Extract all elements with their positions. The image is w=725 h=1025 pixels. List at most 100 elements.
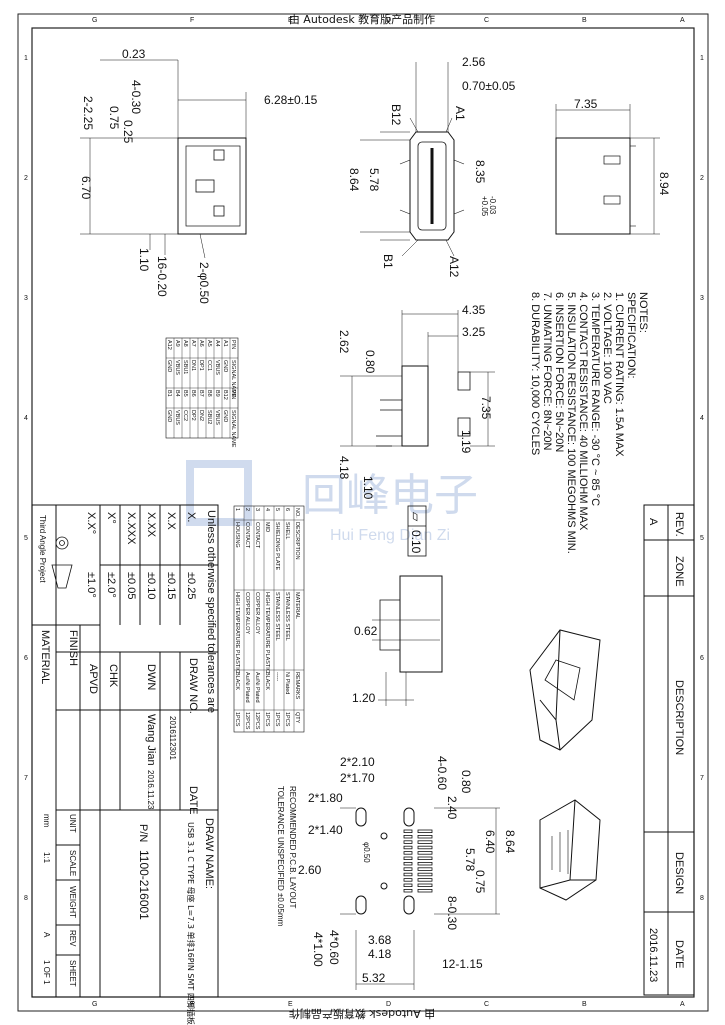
- material-table-cell: CONTACT: [244, 522, 250, 549]
- watermark-en: Hui Feng Dian Zi: [330, 527, 450, 544]
- pcb-signal-pad: [403, 856, 413, 860]
- dim-text: 2-φ0.50: [197, 262, 211, 304]
- material-table-cell: COPPER ALLOY: [254, 592, 260, 635]
- draw-no-value: 2016112301: [168, 716, 177, 760]
- pcb-signal-pad: [403, 851, 413, 855]
- dim-text: 3.25: [462, 325, 486, 339]
- top-view-body: [177, 137, 247, 235]
- pcb-signal-pad: [417, 829, 433, 833]
- material-label: MATERIAL: [39, 630, 51, 684]
- note-line: 7. UNMATING FORCE: 8N~20N: [541, 292, 553, 450]
- dwn-date: 2016.11.23: [146, 770, 155, 810]
- zone-col-marker: B: [582, 1001, 587, 1008]
- material-table-cell: -----: [274, 672, 280, 681]
- dim-text: 4-0.30: [129, 80, 143, 114]
- top-view-inner: [185, 145, 241, 227]
- material-table-cell: 12PCS: [254, 712, 260, 730]
- dim-text: 6.70: [79, 176, 93, 200]
- front-view: [360, 62, 465, 257]
- material-table-header: REMARKS: [294, 672, 300, 700]
- zone-row-marker: 2: [700, 175, 704, 182]
- zone-row-marker: 8: [700, 895, 704, 902]
- pin-table-cell: SBU1: [182, 360, 188, 374]
- apvd-label: APVD: [87, 664, 99, 694]
- isometric-view-bottom: [539, 799, 601, 901]
- dim-text: 5.78: [367, 168, 381, 192]
- sheet-label: SHEET: [68, 960, 77, 987]
- material-table-header: MATERIAL: [294, 592, 300, 619]
- zone-row-marker: 3: [700, 295, 704, 302]
- material-table-cell: 1PCS: [284, 712, 290, 727]
- dim-text: 2-2.25: [81, 96, 95, 130]
- section-view: [340, 310, 495, 447]
- pcb-signal-pad: [403, 835, 413, 839]
- tolerance-key: X.XX: [145, 512, 157, 538]
- dwn-name: Wang Jian: [145, 714, 157, 766]
- pin-table-cell: A7: [190, 340, 196, 347]
- material-table-cell: COPPER ALLOY: [244, 592, 250, 635]
- dim-text: 6.40: [483, 830, 497, 854]
- dim-text: 0.80: [363, 350, 377, 374]
- scale-label: SCALE: [68, 850, 77, 876]
- pcb-signal-pad: [417, 856, 433, 860]
- watermark: 回峰电子 Hui Feng Dian Zi: [186, 460, 478, 544]
- dim-text: 0.62: [354, 624, 378, 638]
- dim-text: 0.25: [121, 120, 135, 144]
- footer-banner: 由 Autodesk 教育版产品制作: [289, 1007, 435, 1021]
- zone-col-marker: C: [484, 17, 489, 24]
- dim-text: 2.56: [462, 55, 486, 69]
- zone-col-marker: F: [190, 1001, 194, 1008]
- section-view-body: [401, 365, 429, 447]
- pin-table-cell: VBUS: [174, 360, 180, 375]
- note-line: 5. INSULATION RESISTANCE: 100 MEGOHMS MI…: [565, 292, 577, 554]
- dim-text: 2.40: [445, 796, 459, 820]
- pcb-signal-pad: [417, 872, 433, 877]
- date-label: DATE: [187, 786, 199, 815]
- material-table-cell: STAINLESS STEEL: [284, 592, 290, 641]
- pin-label: B12: [389, 104, 403, 126]
- zone-row-marker: 8: [24, 895, 28, 902]
- tolerance-value: ±0.10: [145, 572, 157, 599]
- pin-table-cell: B5: [182, 390, 188, 397]
- zone-row-marker: 4: [24, 415, 28, 422]
- pin-table-cell: CC1: [206, 360, 212, 371]
- description-header: DESCRIPTION: [673, 680, 685, 755]
- pcb-caption: RECOMMENDED P.C.B. LAYOUT: [288, 786, 297, 909]
- dim-text: 8.94: [657, 172, 671, 196]
- pin-table-cell: B9: [214, 390, 220, 397]
- finish-label: FINISH: [67, 630, 79, 666]
- pcb-layout: [340, 807, 500, 990]
- material-table-cell: 1PCS: [234, 712, 240, 727]
- material-table-cell: Ni Plated: [284, 672, 290, 694]
- zone-col-marker: A: [680, 1001, 685, 1008]
- pin-table-cell: A12: [166, 340, 172, 350]
- dim-text: -0.03: [488, 196, 497, 215]
- pin-table-cell: B12: [222, 390, 228, 400]
- dim-text: 4.35: [462, 303, 486, 317]
- dim-text: 7.35: [479, 396, 493, 420]
- material-table-cell: HIGH TEMPERATURE PLASTIC: [234, 592, 240, 673]
- dim-text: 8.35: [473, 160, 487, 184]
- section-view-peg: [457, 417, 471, 437]
- pin-label: A1: [453, 106, 467, 121]
- top-view-tab: [213, 149, 225, 161]
- pcb-signal-pad: [403, 845, 413, 850]
- pin-table-cell: CC2: [182, 410, 188, 421]
- chk-label: CHK: [107, 664, 119, 688]
- pcb-signal-pad: [417, 835, 433, 839]
- pin-table-cell: GND: [166, 410, 172, 422]
- top-view: [80, 59, 247, 259]
- tolerance-key: X.X: [165, 512, 177, 530]
- zone-row-marker: 3: [24, 295, 28, 302]
- zone-row-marker: 1: [700, 55, 704, 62]
- dim-text: 0.80: [459, 770, 473, 794]
- dim-text: 0.75: [107, 106, 121, 130]
- dim-text: 0.23: [122, 47, 146, 61]
- zone-col-marker: D: [386, 17, 391, 24]
- pin-table-header: PIN: [230, 390, 236, 399]
- side-view-slot: [603, 195, 621, 205]
- weight-label: WEIGHT: [68, 886, 77, 918]
- material-table-cell: 3: [254, 508, 260, 511]
- watermark-logo-icon: [186, 460, 252, 526]
